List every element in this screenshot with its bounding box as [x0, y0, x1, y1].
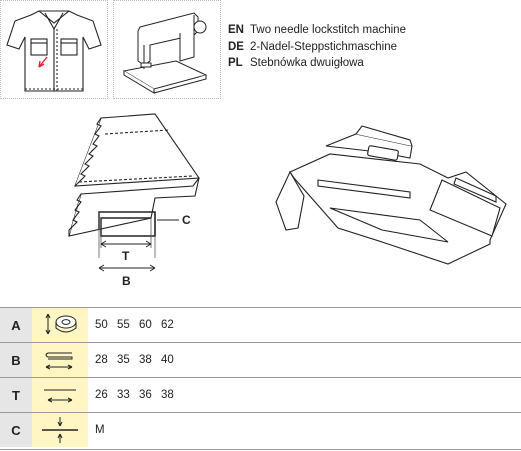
spec-value: 36	[139, 389, 152, 401]
spec-value: 35	[117, 354, 130, 366]
spec-values: 50 55 60 62	[95, 308, 183, 342]
legend-text: 2-Nadel-Steppstichmaschine	[250, 40, 398, 53]
finished-width-icon	[44, 389, 76, 403]
fold-cross-section-diagram: C T B	[68, 113, 201, 288]
shirt-thumbnail	[0, 0, 108, 99]
legend-row-en: EN Two needle lockstitch machine	[228, 22, 406, 39]
table-bottom-rule	[0, 449, 521, 450]
spec-icon-cell	[32, 378, 88, 412]
binder-folder-illustration	[275, 125, 507, 265]
legend-text: Two needle lockstitch machine	[250, 24, 406, 36]
legend-text: Stebnówka dwuigłowa	[250, 57, 364, 69]
spec-row-c: C M	[0, 412, 521, 447]
spec-icon-cell	[32, 343, 88, 377]
label-b: B	[122, 274, 131, 288]
spec-icon-cell	[32, 308, 88, 342]
spec-value: 60	[139, 319, 152, 331]
label-c: C	[182, 213, 191, 227]
spec-value: 38	[139, 354, 152, 366]
label-t: T	[122, 249, 130, 263]
material-thickness-icon	[42, 417, 78, 443]
machine-thumbnail	[113, 0, 221, 99]
spec-letter: B	[0, 343, 32, 377]
spec-value: 28	[95, 354, 108, 366]
spec-values: M	[95, 413, 117, 447]
spec-values: 28 35 38 40	[95, 343, 183, 377]
legend-row-pl: PL Stebnówka dwuigłowa	[228, 55, 406, 72]
spec-row-a: A 50 55 60 62	[0, 307, 521, 342]
spec-letter: T	[0, 378, 32, 412]
spec-icon-cell	[32, 413, 88, 447]
spec-value: 38	[161, 389, 174, 401]
legend-row-de: DE 2-Nadel-Steppstichmaschine	[228, 39, 406, 56]
spec-letter: C	[0, 413, 32, 447]
spec-row-b: B 28 35 38 40	[0, 342, 521, 377]
spec-values: 26 33 36 38	[95, 378, 183, 412]
sewing-machine-icon	[122, 12, 208, 94]
tape-roll-width-icon	[45, 313, 77, 335]
legend-code: EN	[228, 24, 244, 36]
spec-value: 62	[161, 319, 174, 331]
spec-value: 50	[95, 319, 108, 331]
spec-letter: A	[0, 308, 32, 342]
machine-type-legend: EN Two needle lockstitch machine DE 2-Na…	[228, 22, 406, 72]
legend-code: DE	[228, 40, 244, 53]
spec-value: 40	[161, 354, 174, 366]
spec-value: 55	[117, 319, 130, 331]
shirt-icon	[6, 10, 102, 92]
spec-value: M	[95, 424, 105, 436]
spec-value: 33	[117, 389, 130, 401]
folded-width-icon	[45, 352, 73, 370]
spec-row-t: T 26 33 36 38	[0, 377, 521, 412]
spec-value: 26	[95, 389, 108, 401]
legend-code: PL	[228, 57, 243, 69]
